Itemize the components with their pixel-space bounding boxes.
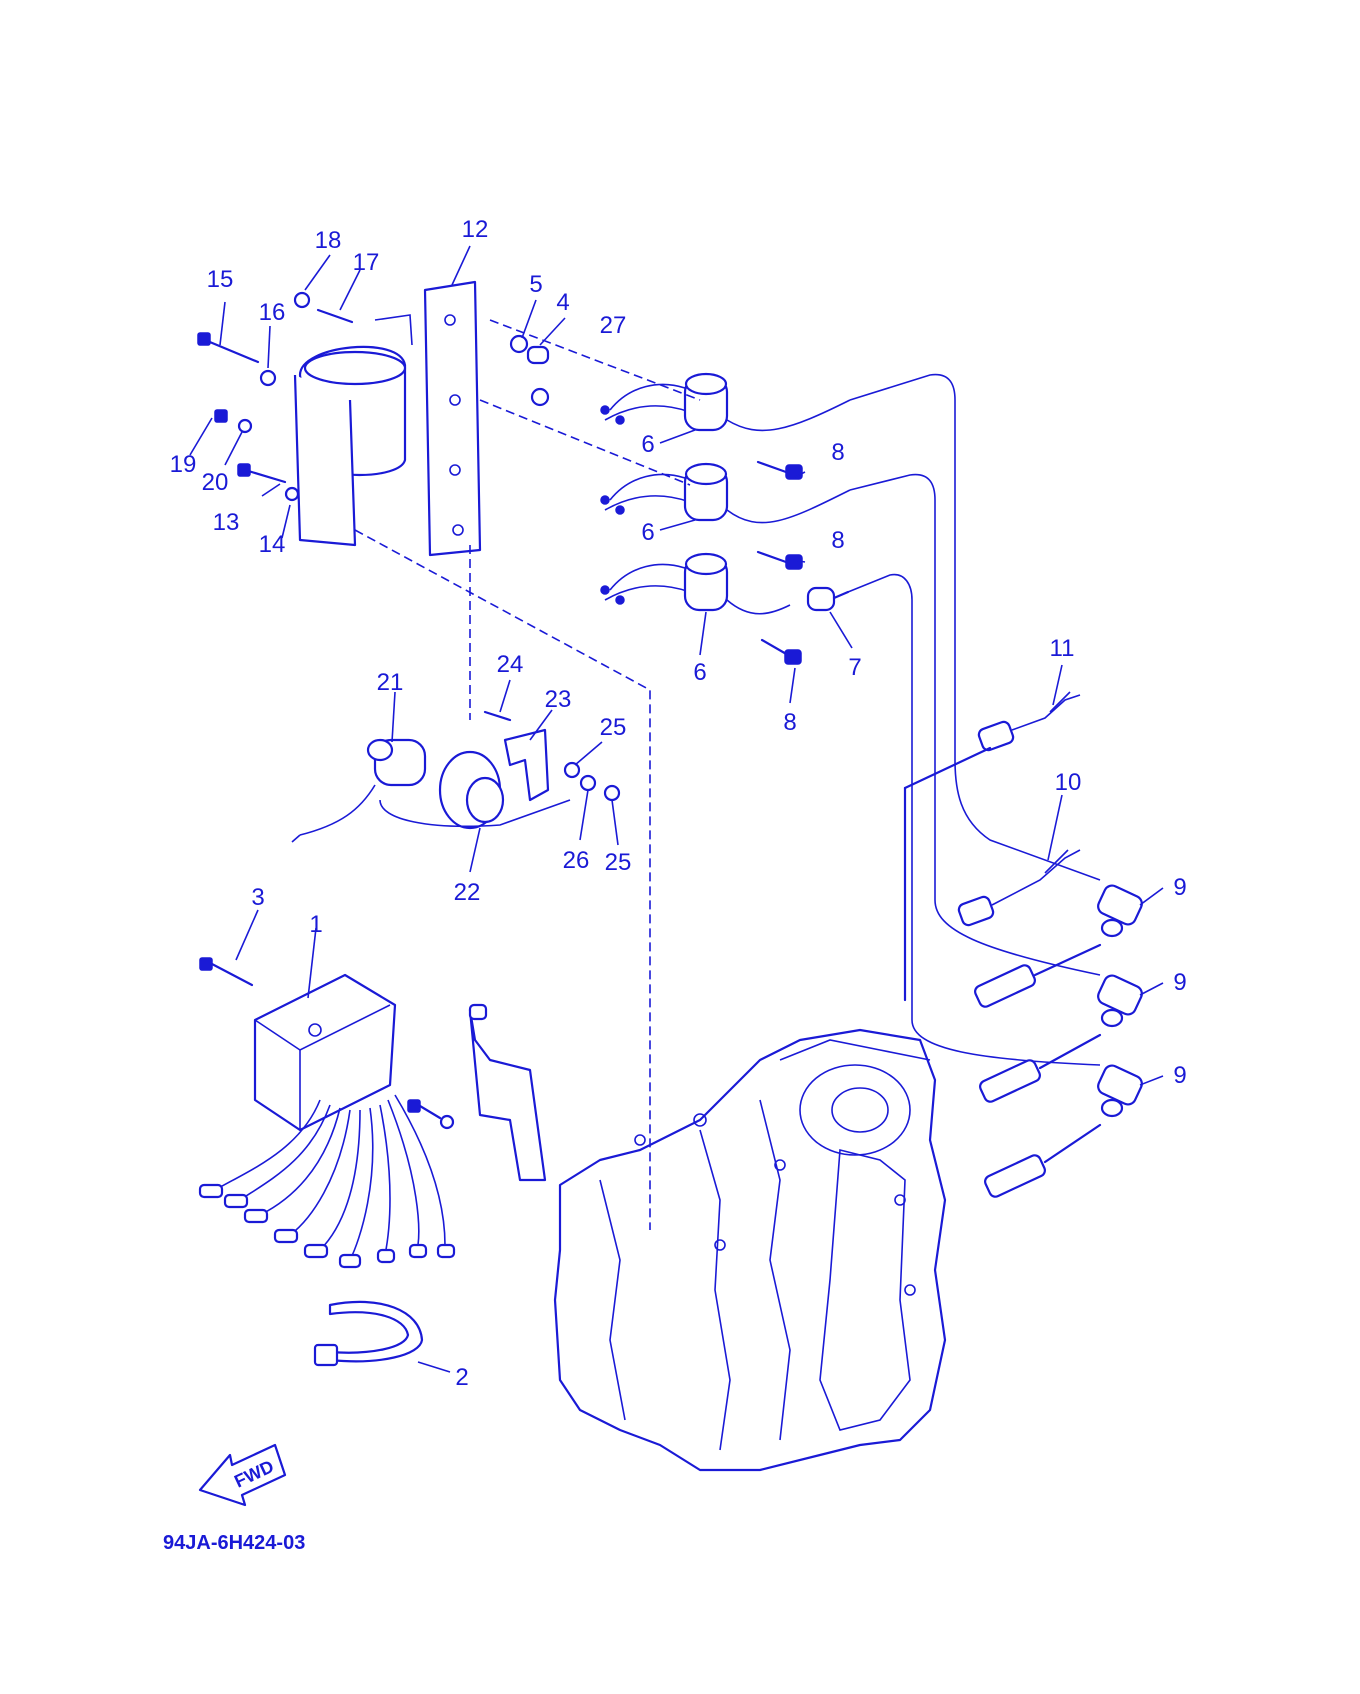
callout-label: 8 — [783, 709, 796, 736]
callout-label: 25 — [605, 849, 632, 876]
connector — [806, 586, 850, 612]
nut — [603, 784, 621, 802]
bolt — [407, 1099, 455, 1130]
callout-label: 6 — [641, 431, 654, 458]
callout-label: 21 — [377, 669, 404, 696]
spark-plug — [984, 1123, 1102, 1198]
nut — [293, 291, 311, 309]
callout-label: 20 — [202, 469, 229, 496]
drawing-code: 94JA-6H424-03 — [163, 1532, 305, 1554]
callout-label: 9 — [1173, 969, 1186, 996]
callout-label: 23 — [545, 686, 572, 713]
ignition-coil — [600, 462, 851, 524]
spark-plug-cap — [1097, 1064, 1143, 1118]
callout-label: 8 — [831, 439, 844, 466]
nut — [509, 334, 529, 354]
spark-plug — [979, 1033, 1102, 1103]
washer — [237, 418, 253, 434]
bolt — [756, 550, 803, 570]
callout-label: 17 — [353, 249, 380, 276]
relay — [379, 750, 571, 830]
callout-label: 12 — [462, 216, 489, 243]
spark-plug-cap — [1097, 974, 1143, 1028]
washer — [259, 369, 277, 387]
spark-plug — [974, 943, 1102, 1008]
callout-label: 27 — [600, 312, 627, 339]
engine-block — [553, 1028, 947, 1472]
ignition-coil — [600, 372, 851, 432]
assembly-line — [489, 319, 701, 401]
callout-label: 11 — [1050, 635, 1075, 662]
wire-harness — [198, 1094, 456, 1269]
callout-label: 22 — [454, 879, 481, 906]
callout-label: 9 — [1173, 874, 1186, 901]
grommet — [526, 345, 550, 365]
washer — [579, 774, 597, 792]
callout-label: 9 — [1173, 1062, 1186, 1089]
callouts: 1 2 3 4 5 6 6 6 7 8 8 8 9 9 9 10 11 12 1… — [170, 216, 1187, 1391]
callout-label: 13 — [213, 509, 240, 536]
high-tension-lead — [849, 373, 1101, 881]
callout-label: 26 — [563, 847, 590, 874]
wire-bracket — [468, 1003, 547, 1182]
bolt — [214, 409, 228, 423]
stud — [483, 710, 512, 722]
sender — [957, 849, 1081, 927]
callout-label: 5 — [529, 271, 542, 298]
stud — [316, 308, 354, 324]
callout-label: 16 — [259, 299, 286, 326]
callout-label: 18 — [315, 227, 342, 254]
cdi-unit — [199, 957, 397, 1132]
leader-lines — [189, 245, 1164, 1373]
callout-label: 8 — [831, 527, 844, 554]
bracket-assembly — [293, 280, 482, 557]
cable-tie — [313, 1300, 424, 1367]
bolt — [760, 638, 802, 665]
callout-label: 2 — [455, 1364, 468, 1391]
assembly-line — [479, 399, 691, 486]
spark-plug-cap — [1097, 884, 1143, 938]
high-tension-lead — [849, 473, 1101, 976]
callout-label: 4 — [556, 289, 569, 316]
bolt — [197, 332, 260, 364]
solenoid — [291, 738, 427, 843]
high-tension-lead — [847, 573, 1101, 1066]
washer — [284, 486, 300, 502]
callout-label: 24 — [497, 651, 524, 678]
callout-label: 1 — [309, 911, 322, 938]
sender — [903, 691, 1081, 1002]
callout-label: 6 — [693, 659, 706, 686]
ignition-coil — [600, 552, 791, 615]
bolt — [237, 463, 287, 484]
bracket — [503, 728, 550, 802]
assembly-line — [354, 529, 651, 1230]
callout-label: 14 — [259, 531, 286, 558]
nut — [563, 761, 581, 779]
callout-label: 10 — [1055, 769, 1082, 796]
callout-label: 19 — [170, 451, 197, 478]
grommet — [530, 387, 550, 407]
callout-label: 15 — [207, 266, 234, 293]
callout-label: 6 — [641, 519, 654, 546]
forward-arrow-icon: FWD — [198, 1443, 287, 1507]
callout-label: 3 — [251, 884, 264, 911]
callout-label: 25 — [600, 714, 627, 741]
callout-label: 7 — [848, 654, 861, 681]
